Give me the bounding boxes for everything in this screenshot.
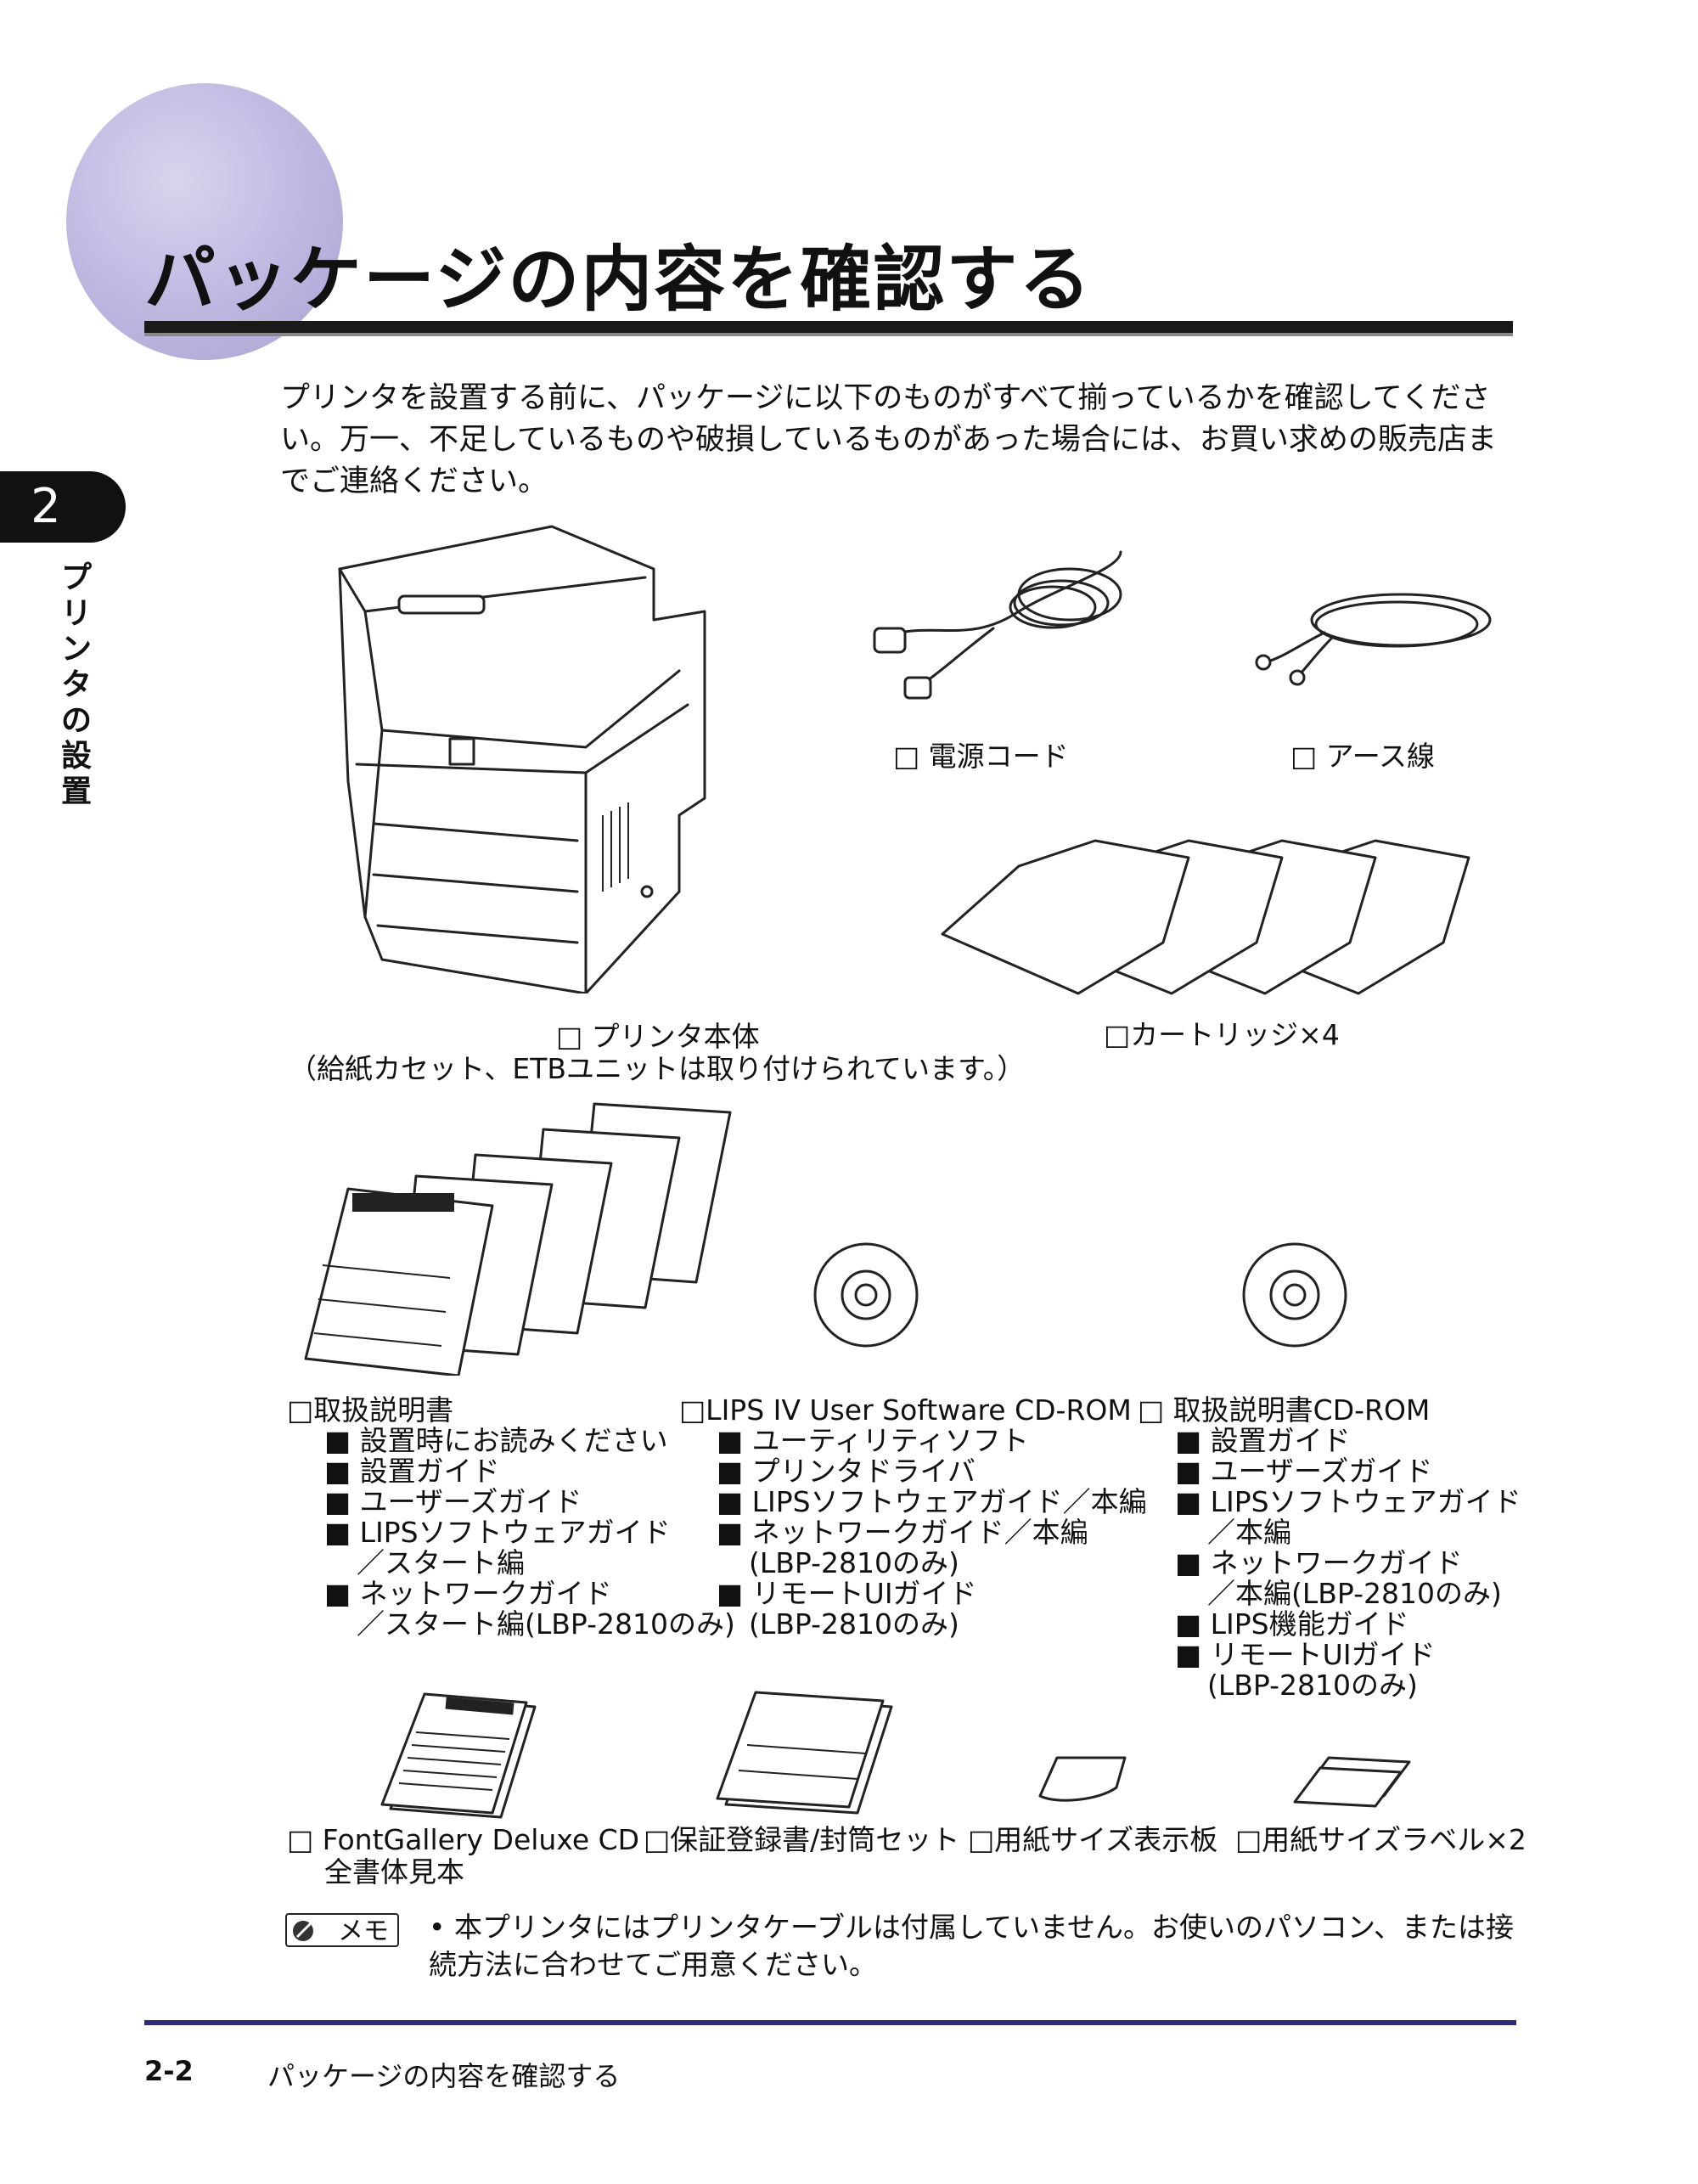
manual-cd-illustration xyxy=(1242,1242,1347,1348)
manual-cd-entry: ■ ネットワークガイド xyxy=(1175,1546,1463,1579)
footer-title: パッケージの内容を確認する xyxy=(267,2060,621,2092)
manual-cd-entry-cont: ／本編 xyxy=(1207,1516,1291,1549)
manual-cd-entry: ■ LIPS機能ガイド xyxy=(1175,1607,1409,1641)
manual-entry-cont: ／スタート編 xyxy=(357,1546,525,1579)
memo-badge-label: メモ xyxy=(338,1917,389,1946)
memo-badge: メモ xyxy=(285,1913,399,1947)
manual-cd-entry: ■ 設置ガイド xyxy=(1175,1424,1351,1457)
lips-cd-entry: ■ プリンタドライバ xyxy=(717,1455,976,1488)
manual-cd-entry: ■ LIPSソフトウェアガイド xyxy=(1175,1485,1521,1518)
title-underline-shadow xyxy=(144,333,1513,336)
manual-entry: ■ ネットワークガイド xyxy=(324,1577,612,1610)
footer-rule xyxy=(144,2020,1516,2025)
warranty-set-illustration xyxy=(716,1691,893,1815)
fontgallery-label-2: 全書体見本 xyxy=(324,1855,464,1888)
chapter-number: 2 xyxy=(31,479,61,534)
printer-label: □ プリンタ本体 xyxy=(556,1020,760,1053)
chapter-tab: 2 xyxy=(0,471,126,543)
manual-cd-entry-cont: (LBP-2810のみ) xyxy=(1207,1669,1418,1702)
memo-text: • 本プリンタにはプリンタケーブルは付属していません。お使いのパソコン、または接… xyxy=(429,1911,1515,1981)
paper-size-plate-label: □用紙サイズ表示板 xyxy=(968,1823,1218,1856)
page-title: パッケージの内容を確認する xyxy=(144,238,1093,321)
lips-cd-entry: ■ リモートUIガイド xyxy=(717,1577,977,1610)
manual-cd-entry: ■ リモートUIガイド xyxy=(1175,1638,1436,1671)
fontgallery-booklet-illustration xyxy=(380,1692,537,1819)
lips-cd-list: □LIPS IV User Software CD-ROM ■ ユーティリティソ… xyxy=(679,1395,1147,1640)
manual-list: □取扱説明書 ■ 設置時にお読みください ■ 設置ガイド ■ ユーザーズガイド … xyxy=(287,1395,735,1640)
manual-entry-cont: ／スタート編(LBP-2810のみ) xyxy=(357,1607,735,1641)
manual-cd-list: □ 取扱説明書CD-ROM ■ 設置ガイド ■ ユーザーズガイド ■ LIPSソ… xyxy=(1138,1395,1521,1701)
lips-cd-entry-cont: (LBP-2810のみ) xyxy=(749,1607,959,1641)
cartridge-label: □カートリッジ×4 xyxy=(1104,1018,1340,1051)
lips-cd-entry: ■ ユーティリティソフト xyxy=(717,1424,1029,1457)
warranty-label: □保証登録書/封筒セット xyxy=(644,1823,960,1856)
fontgallery-label: □ FontGallery Deluxe CD xyxy=(287,1823,640,1856)
manual-cd-label: □ 取扱説明書CD-ROM xyxy=(1138,1393,1431,1427)
manual-cd-entry: ■ ユーザーズガイド xyxy=(1175,1455,1433,1488)
lips-cd-entry: ■ ネットワークガイド／本編 xyxy=(717,1516,1088,1549)
paper-size-label-label: □用紙サイズラベル×2 xyxy=(1235,1823,1527,1856)
earth-wire-label: □ アース線 xyxy=(1290,740,1436,773)
paper-size-label-illustration xyxy=(1293,1756,1411,1808)
lips-cd-illustration xyxy=(813,1242,919,1348)
manual-entry: ■ ユーザーズガイド xyxy=(324,1485,582,1518)
title-underline xyxy=(144,321,1513,333)
lips-cd-label: □LIPS IV User Software CD-ROM xyxy=(679,1393,1132,1427)
manual-entry: ■ 設置時にお読みください xyxy=(324,1424,668,1457)
header-circle-decoration xyxy=(66,83,343,360)
printer-illustration xyxy=(338,525,706,993)
printer-note: （給紙カセット、ETBユニットは取り付けられています。） xyxy=(289,1052,1026,1085)
lips-cd-entry-cont: (LBP-2810のみ) xyxy=(749,1546,959,1579)
power-cord-label: □ 電源コード xyxy=(893,740,1069,773)
cartridge-illustration xyxy=(941,839,1470,995)
paper-size-plate-illustration xyxy=(1038,1756,1127,1802)
pencil-icon xyxy=(293,1921,313,1941)
manual-cd-entry-cont: ／本編(LBP-2810のみ) xyxy=(1207,1577,1502,1610)
manual-entry: ■ 設置ガイド xyxy=(324,1455,500,1488)
earth-wire-illustration xyxy=(1255,593,1492,686)
manual-label: □取扱説明書 xyxy=(287,1393,454,1427)
manual-entry: ■ LIPSソフトウェアガイド xyxy=(324,1516,671,1549)
lips-cd-entry: ■ LIPSソフトウェアガイド／本編 xyxy=(717,1485,1147,1518)
chapter-side-title: プリンタの設置 xyxy=(61,560,93,809)
intro-paragraph: プリンタを設置する前に、パッケージに以下のものがすべて揃っているかを確認してくだ… xyxy=(280,381,1497,498)
footer-page-number: 2-2 xyxy=(144,2055,194,2087)
manuals-illustration xyxy=(304,1102,732,1376)
power-cord-illustration xyxy=(873,550,1122,700)
